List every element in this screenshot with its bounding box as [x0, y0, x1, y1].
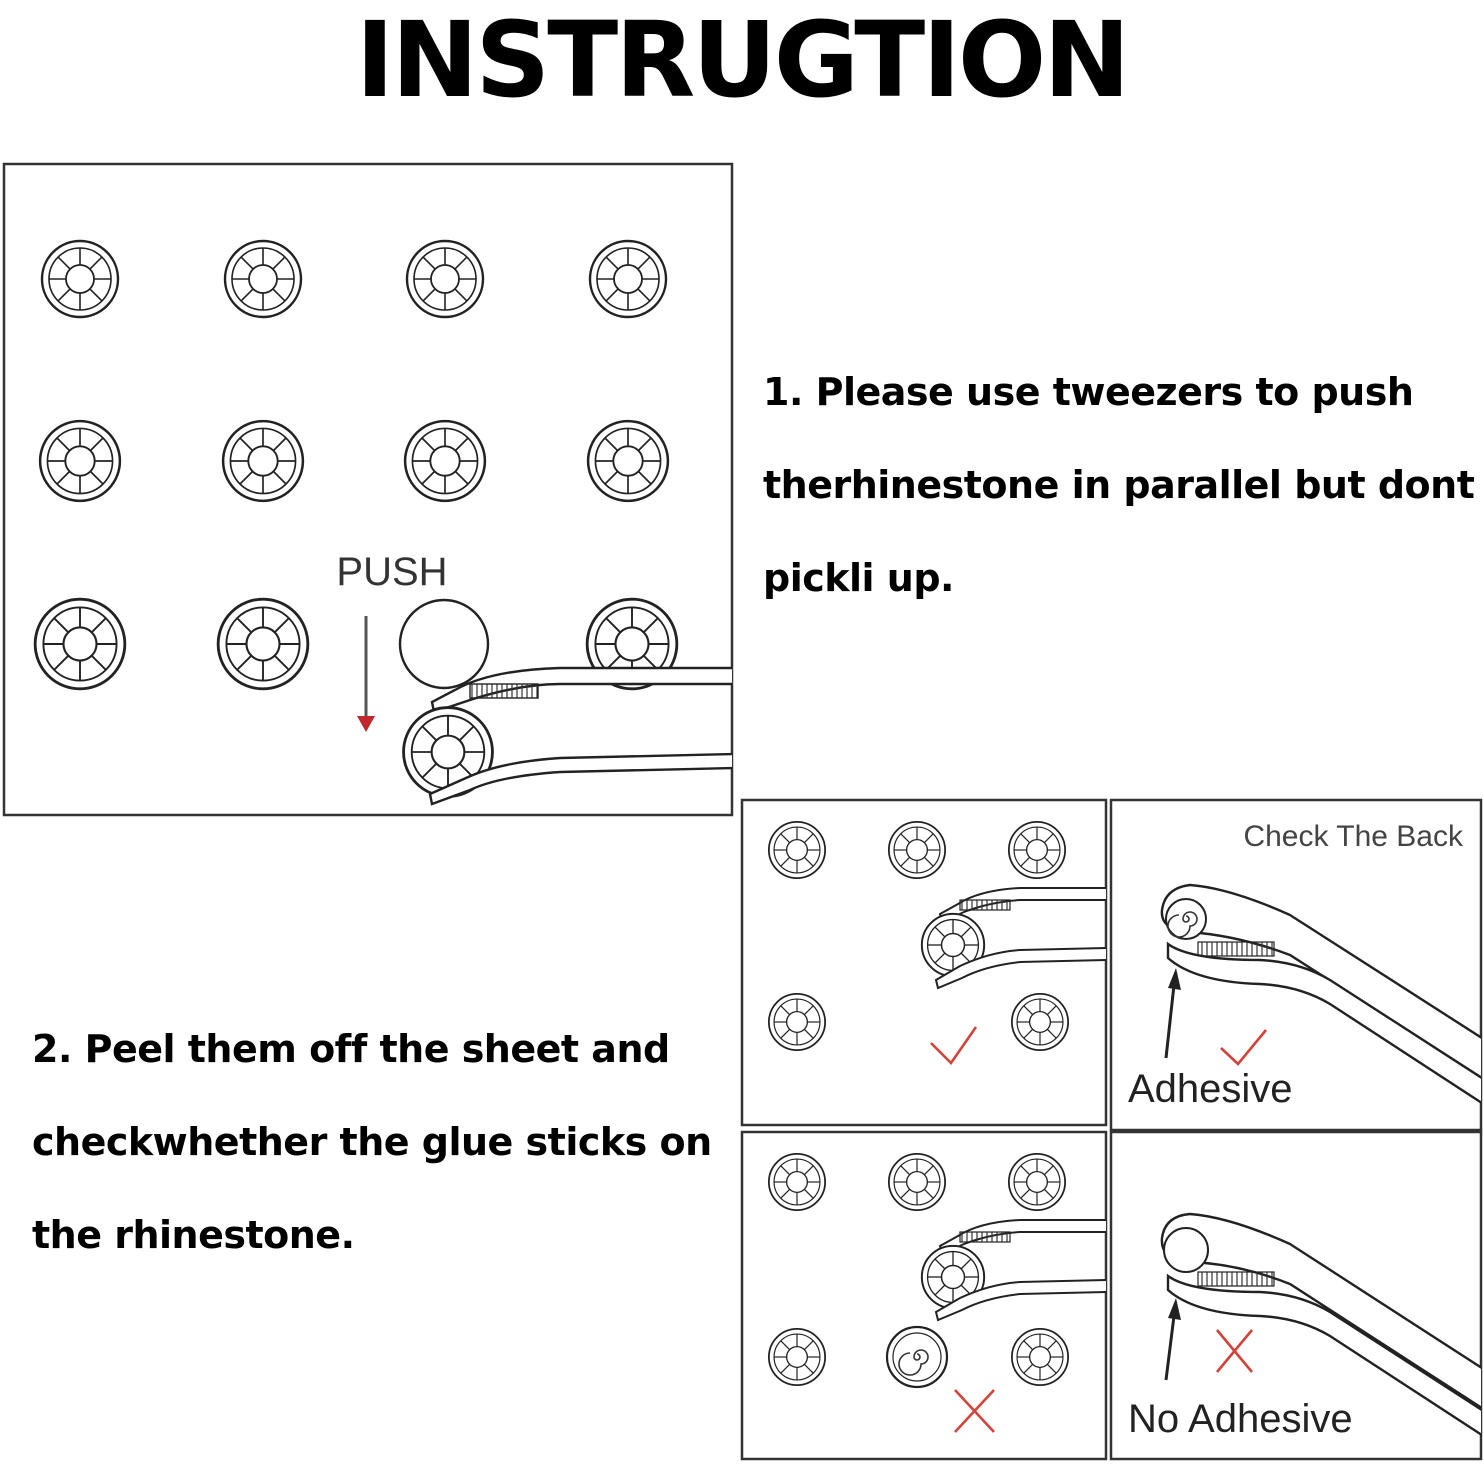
- up-arrow-icon: [1164, 968, 1181, 1059]
- tweezers-icon: [920, 1219, 1106, 1322]
- empty-slot: [398, 598, 490, 690]
- rhinestone-icon: [33, 597, 127, 691]
- rhinestone-icon: [887, 820, 947, 880]
- check-mark-icon: [1220, 1029, 1268, 1066]
- tweezers-icon: [920, 887, 1106, 990]
- rhinestone-icon: [767, 1152, 827, 1212]
- rhinestone-icon: [1010, 1327, 1070, 1387]
- check-the-back-label: Check The Back: [1243, 820, 1464, 853]
- up-arrow-icon: [1164, 1298, 1181, 1381]
- glue-spiral-icon: [1167, 911, 1198, 938]
- rhinestone-icon: [223, 239, 303, 319]
- rhinestone-icon: [221, 419, 305, 503]
- rhinestone-icon: [403, 419, 487, 503]
- adhesive-label: Adhesive: [1128, 1067, 1293, 1111]
- rhinestone-icon: [1007, 1152, 1067, 1212]
- step-1-text: 1. Please use tweezers to push therhines…: [763, 370, 1475, 600]
- rhinestone-icon: [767, 1327, 827, 1387]
- rhinestone-icon: [38, 419, 122, 503]
- rhinestone-icon: [586, 419, 670, 503]
- cross-mark-icon: [954, 1389, 995, 1433]
- rhinestone-icon: [40, 239, 120, 319]
- no-adhesive-label: No Adhesive: [1128, 1397, 1353, 1441]
- rhinestone-icon: [405, 239, 485, 319]
- rhinestone-icon: [1010, 992, 1070, 1052]
- down-arrow-icon: [357, 616, 375, 732]
- page-title: INSTRUGTION: [355, 0, 1131, 121]
- rhinestone-icon: [887, 1152, 947, 1212]
- rhinestone-icon: [767, 992, 827, 1052]
- push-label: PUSH: [336, 550, 447, 594]
- tweezers-icon: [1160, 883, 1481, 1104]
- tweezers-icon: [402, 666, 732, 806]
- panel-no-adhesive: [1109, 1130, 1483, 1461]
- tweezers-icon: [1160, 1212, 1481, 1436]
- rhinestone-icon: [767, 820, 827, 880]
- step-2-text: 2. Peel them off the sheet and checkwhet…: [32, 1027, 712, 1257]
- glue-spiral-icon: [885, 1325, 949, 1389]
- rhinestone-icon: [216, 597, 310, 691]
- check-mark-icon: [930, 1026, 978, 1066]
- rhinestone-icon: [1007, 820, 1067, 880]
- cross-mark-icon: [1216, 1329, 1253, 1373]
- rhinestone-icon: [588, 239, 668, 319]
